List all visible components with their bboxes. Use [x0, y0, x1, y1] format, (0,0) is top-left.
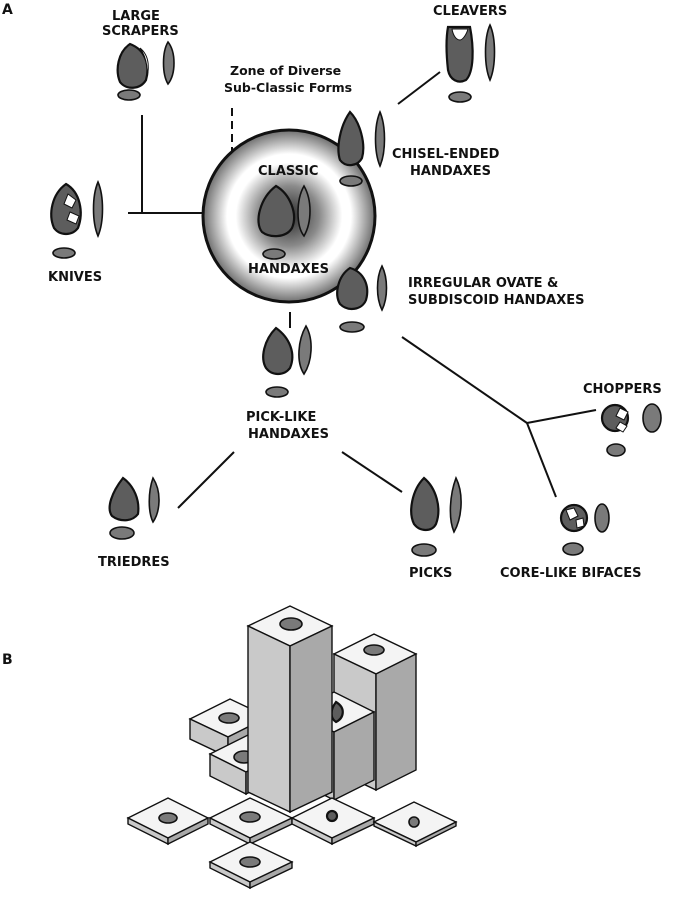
classic-handaxe-face-icon: [257, 184, 296, 238]
step-middle-icon: [330, 700, 344, 724]
line-choppers: [526, 409, 597, 424]
label-classic-handaxes: HANDAXES: [248, 262, 329, 277]
chisel-side-icon: [374, 109, 386, 169]
chopper-edge-icon: [615, 407, 629, 433]
label-scrapers: SCRAPERS: [102, 24, 179, 39]
line-picks: [341, 451, 403, 493]
slab-back-left-icon: [218, 712, 240, 724]
label-corelike: CORE-LIKE BIFACES: [500, 566, 641, 581]
scraper-edge-icon: [139, 47, 149, 83]
label-picklike-1: PICK-LIKE: [246, 410, 316, 425]
scraper-side-icon: [162, 40, 175, 86]
column-main-icon: [279, 617, 303, 631]
scraper-section-icon: [117, 89, 141, 101]
label-zone-2: Sub-Classic Forms: [224, 80, 352, 95]
cleaver-bit-icon: [451, 28, 469, 41]
line-corelike: [526, 422, 557, 498]
tile-right-icon: [408, 816, 420, 828]
picklike-section-icon: [265, 386, 289, 398]
knife-retouch-icon: [63, 193, 80, 225]
knife-section-icon: [52, 247, 76, 259]
chisel-face-icon: [337, 110, 365, 167]
tile-center-left-icon: [239, 811, 261, 823]
irregular-side-icon: [376, 264, 388, 312]
irregular-face-icon: [336, 266, 369, 310]
chopper-section-icon: [606, 443, 626, 457]
label-cleavers: CLEAVERS: [433, 4, 507, 19]
picklike-side-icon: [298, 324, 312, 376]
label-chisel-1: CHISEL-ENDED: [392, 147, 500, 162]
corelike-scar-icon: [565, 507, 585, 529]
tile-left-icon: [158, 812, 178, 824]
label-picklike-2: HANDAXES: [248, 427, 329, 442]
label-zone-1: Zone of Diverse: [230, 63, 341, 78]
line-cleavers: [397, 71, 441, 105]
classic-handaxe-section-icon: [262, 248, 286, 260]
label-chisel-2: HANDAXES: [410, 164, 491, 179]
isometric-block-diagram: [126, 605, 458, 890]
line-triedres: [177, 451, 235, 509]
irregular-section-icon: [339, 321, 365, 333]
corelike-section-icon: [562, 542, 584, 556]
label-knives: KNIVES: [48, 270, 102, 285]
label-irregular-2: SUBDISCOID HANDAXES: [408, 293, 585, 308]
knife-face-icon: [50, 182, 82, 236]
corelike-side-icon: [594, 503, 610, 533]
chisel-section-icon: [339, 175, 363, 187]
pick-face-icon: [410, 476, 440, 532]
tile-front-icon: [239, 856, 261, 868]
pick-side-icon: [449, 475, 462, 534]
classic-handaxes-circle: [201, 128, 377, 304]
label-choppers: CHOPPERS: [583, 382, 662, 397]
panel-label-b: B: [2, 652, 13, 668]
line-irregular-branch: [401, 336, 528, 424]
column-right-icon: [363, 644, 385, 656]
tile-center-right-icon: [325, 809, 339, 823]
chopper-side-icon: [642, 403, 662, 433]
label-triedres: TRIEDRES: [98, 555, 170, 570]
label-classic: CLASSIC: [258, 164, 318, 179]
classic-handaxe-side-icon: [297, 184, 311, 238]
pick-section-icon: [411, 543, 437, 557]
cleaver-side-icon: [484, 23, 496, 83]
triedre-side-icon: [148, 476, 160, 524]
knife-side-icon: [92, 179, 104, 239]
label-large: LARGE: [112, 9, 160, 24]
triedre-face-icon: [108, 476, 140, 522]
label-picks: PICKS: [409, 566, 452, 581]
cleaver-face-icon: [445, 25, 474, 83]
triedre-section-icon: [109, 526, 135, 540]
label-irregular-1: IRREGULAR OVATE &: [408, 276, 558, 291]
panel-label-a: A: [2, 2, 13, 18]
cleaver-section-icon: [448, 91, 472, 103]
picklike-face-icon: [262, 326, 294, 376]
connector-lines: [128, 71, 597, 509]
